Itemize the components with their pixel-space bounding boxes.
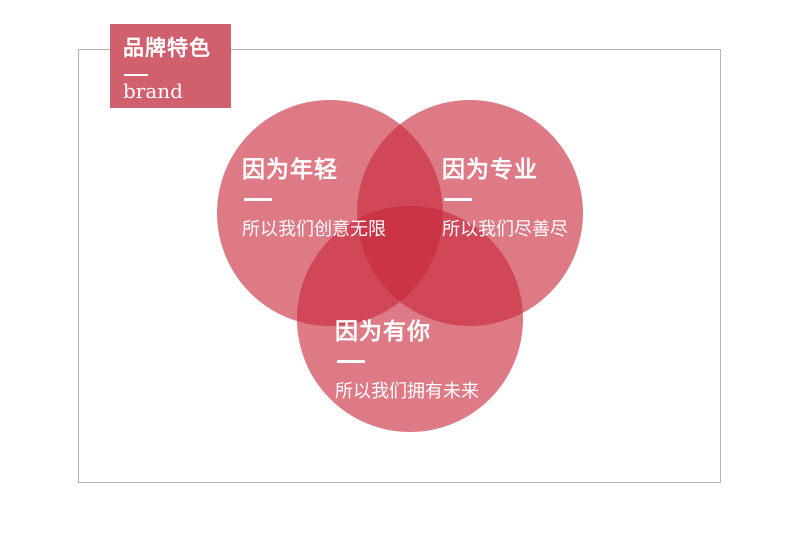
- divider: [244, 198, 272, 201]
- divider: [444, 198, 472, 201]
- divider: [337, 360, 365, 363]
- brand-badge: 品牌特色 brand: [110, 24, 231, 108]
- badge-title: 品牌特色: [123, 35, 211, 60]
- circle-text: 所以我们尽善尽: [442, 219, 568, 240]
- circle-title: 因为年轻: [242, 156, 338, 183]
- badge-divider: [124, 74, 148, 76]
- content-frame: [78, 49, 721, 483]
- circle-label-you: 因为有你 所以我们拥有未来: [335, 312, 479, 403]
- circle-label-young: 因为年轻 所以我们创意无限: [242, 150, 386, 241]
- venn-circle-you: [297, 206, 523, 432]
- circle-text: 所以我们创意无限: [242, 219, 386, 240]
- circle-text: 所以我们拥有未来: [335, 381, 479, 402]
- badge-subtitle: brand: [123, 79, 183, 103]
- circle-label-professional: 因为专业 所以我们尽善尽: [442, 150, 568, 241]
- circle-title: 因为专业: [442, 156, 538, 183]
- circle-title: 因为有你: [335, 318, 431, 345]
